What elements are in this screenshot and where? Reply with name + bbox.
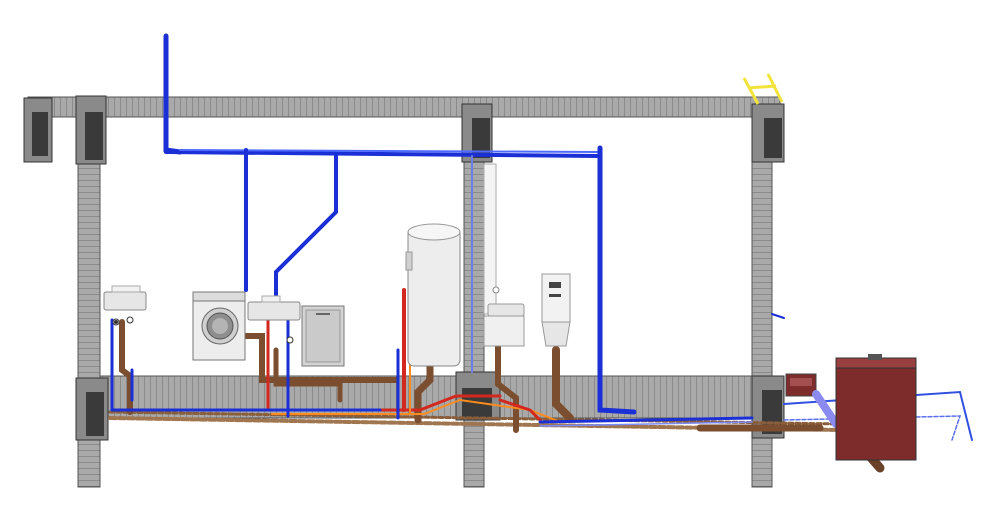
drain-riser-washbasin — [119, 319, 133, 415]
washbasin-mid[interactable] — [247, 295, 301, 344]
washing-machine[interactable] — [192, 291, 246, 361]
beam-section-top-left-2 — [75, 95, 107, 165]
cold-floor-right-2 — [539, 421, 753, 427]
wc-cistern[interactable] — [541, 273, 571, 347]
drain-dryer — [273, 347, 343, 403]
cold-water-network — [110, 33, 973, 441]
tank-icon — [868, 354, 882, 360]
cold-stub-right — [771, 313, 785, 319]
toilet-icon — [541, 321, 571, 347]
cold-riser-washbasin — [110, 318, 134, 412]
drain-washing-machine — [243, 333, 399, 383]
column-mid — [463, 116, 485, 488]
highlight-marker — [742, 73, 784, 105]
building-structure — [23, 73, 785, 488]
drain-wc — [552, 346, 574, 422]
top-beam — [27, 96, 781, 118]
beam-section-bottom-left — [75, 377, 109, 441]
beam-section-top-right — [751, 103, 785, 163]
valve-icon — [286, 336, 294, 344]
boiler-icon — [405, 251, 413, 271]
cold-diagonal — [274, 154, 338, 302]
washbasin-icon — [492, 286, 500, 294]
dryer-cabinet[interactable] — [301, 305, 345, 367]
cold-main-top-2 — [179, 149, 601, 153]
cold-main-top — [164, 150, 602, 158]
washbasin-vanity[interactable] — [483, 163, 525, 347]
drain-vanity — [495, 335, 519, 433]
hot-pipe-main-alt — [271, 398, 561, 423]
washing-machine-icon — [201, 307, 239, 345]
washbasin-left[interactable] — [103, 285, 147, 326]
hot-loop-wc — [498, 398, 542, 422]
valve-fitting-left — [114, 320, 118, 324]
beam-section-top-left-1 — [23, 97, 53, 163]
water-heater[interactable] — [405, 223, 461, 367]
septic-tank[interactable] — [785, 354, 917, 461]
cold-supply-riser — [163, 33, 183, 155]
cold-drop-right — [597, 145, 637, 415]
cold-floor-right — [538, 416, 754, 424]
